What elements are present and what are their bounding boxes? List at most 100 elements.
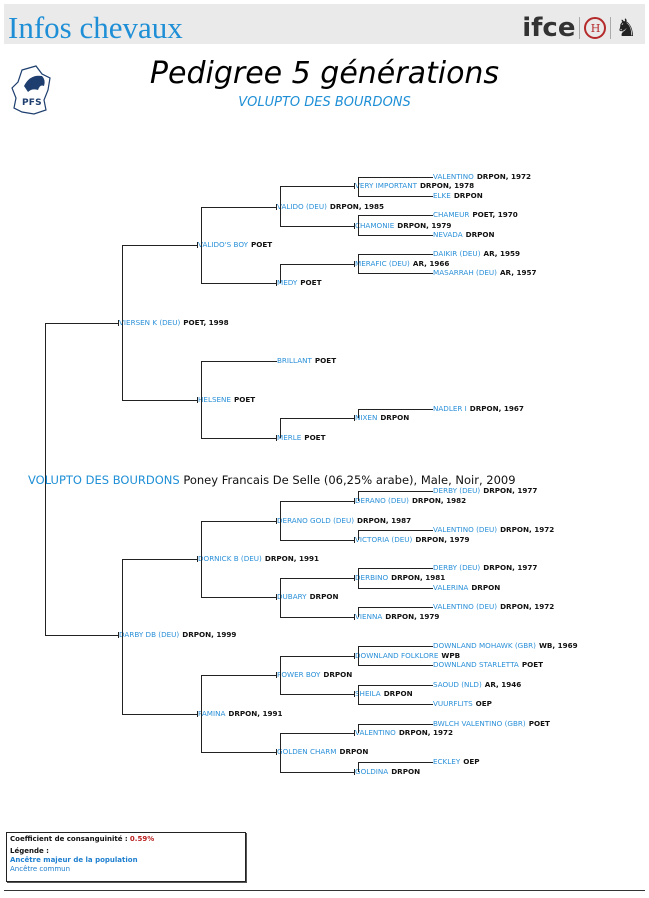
ancestor-name[interactable]: NEVADA <box>433 230 463 239</box>
ancestor-name[interactable]: VALENTINO (DEU) <box>433 602 498 611</box>
ancestor-info: POET <box>250 240 273 249</box>
ancestor-name[interactable]: VIENNA <box>355 612 383 621</box>
connector-line <box>280 501 355 503</box>
subject-name[interactable]: VOLUPTO DES BOURDONS <box>28 473 180 487</box>
ancestor-name[interactable]: DERANO (DEU) <box>355 496 409 505</box>
ancestor-info: POET, 1970 <box>472 210 518 219</box>
page-subtitle[interactable]: VOLUPTO DES BOURDONS <box>238 95 411 110</box>
connector-line <box>197 711 199 717</box>
ancestor-ssdss: DAIKIR (DEU)AR, 1959 <box>433 249 520 258</box>
ancestor-name[interactable]: DUBARY <box>277 592 307 601</box>
connector-line <box>358 568 360 588</box>
connector-line <box>358 177 433 179</box>
ancestor-name[interactable]: VALENTINO <box>433 172 474 181</box>
ancestor-name[interactable]: CHAMEUR <box>433 210 470 219</box>
ancestor-name[interactable]: CHAMONIE <box>355 221 395 230</box>
ancestor-name[interactable]: MERAFIC (DEU) <box>355 259 410 268</box>
ancestor-name[interactable]: HELSENE <box>198 395 231 404</box>
ancestor-info: DRPON, 1967 <box>469 404 524 413</box>
ancestor-name[interactable]: VALERINA <box>433 583 469 592</box>
subject-horse: VOLUPTO DES BOURDONS Poney Francais De S… <box>28 473 516 487</box>
ancestor-info: DRPON, 1977 <box>483 486 538 495</box>
ancestor-dsdss: DERBY (DEU)DRPON, 1977 <box>433 563 537 572</box>
ancestor-name[interactable]: PAMINA <box>198 709 226 718</box>
connector-line <box>280 418 282 438</box>
ancestor-info: DRPON, 1981 <box>391 573 446 582</box>
connector-line <box>358 646 360 665</box>
ancestor-name[interactable]: DERANO GOLD (DEU) <box>277 516 355 525</box>
connector-line <box>122 559 198 561</box>
ancestor-info: DRPON, 1979 <box>385 612 440 621</box>
ancestor-name[interactable]: DERBINO <box>355 573 389 582</box>
ancestor-name[interactable]: GOLDINA <box>355 767 389 776</box>
ancestor-name[interactable]: BRILLANT <box>277 356 312 365</box>
ancestor-name[interactable]: DOWNLAND STARLETTA <box>433 660 519 669</box>
ancestor-name[interactable]: BWLCH VALENTINO (GBR) <box>433 719 526 728</box>
ancestor-name[interactable]: DERBY (DEU) <box>433 563 481 572</box>
ancestor-name[interactable]: DOWNLAND FOLKLORE <box>355 651 439 660</box>
ancestor-s: VIERSEN K (DEU)POET, 1998 <box>119 318 229 327</box>
ancestor-ssds: MERAFIC (DEU)AR, 1966 <box>355 259 449 268</box>
connector-line <box>280 540 355 542</box>
ancestor-name[interactable]: NIXEN <box>355 413 378 422</box>
ancestor-name[interactable]: SHEILA <box>355 689 381 698</box>
ancestor-info: DRPON <box>465 230 495 239</box>
haras-logo-icon: H <box>584 17 607 39</box>
ifce-logo[interactable]: ifce <box>522 13 575 43</box>
ancestor-name[interactable]: POWER BOY <box>277 670 321 679</box>
page-title: Pedigree 5 générations <box>149 56 500 91</box>
ancestor-info: WB, 1969 <box>538 641 578 650</box>
ancestor-name[interactable]: DAIKIR (DEU) <box>433 249 481 258</box>
connector-line <box>358 273 433 275</box>
connector-line <box>280 733 355 735</box>
connector-line <box>197 397 199 403</box>
connector-line <box>358 215 433 217</box>
ancestor-name[interactable]: VALENTINO (DEU) <box>433 525 498 534</box>
ancestor-name[interactable]: VALENTINO <box>355 728 396 737</box>
site-title[interactable]: Infos chevaux <box>8 10 183 45</box>
ancestor-info: DRPON, 1999 <box>182 630 237 639</box>
connector-line <box>201 207 277 209</box>
connector-line <box>201 675 277 677</box>
connector-line <box>280 186 282 226</box>
connector-line <box>276 280 278 286</box>
connector-line <box>280 694 355 696</box>
ancestor-name[interactable]: ECKLEY <box>433 757 461 766</box>
ancestor-name[interactable]: MASARRAH (DEU) <box>433 268 497 277</box>
connector-line <box>201 752 277 754</box>
connector-line <box>358 254 360 273</box>
ancestor-name[interactable]: VALIDO'S BOY <box>198 240 248 249</box>
ancestor-name[interactable]: MEDY <box>277 278 298 287</box>
connector-line <box>358 685 360 704</box>
connector-line <box>358 607 433 609</box>
ancestor-info: DRPON, 1972 <box>398 728 453 737</box>
ancestor-name[interactable]: ELKE <box>433 191 451 200</box>
connector-line <box>280 617 355 619</box>
ancestor-name[interactable]: VERY IMPORTANT <box>355 181 417 190</box>
ancestor-name[interactable]: DARBY DB (DEU) <box>119 630 180 639</box>
ancestor-name[interactable]: VICTORIA (DEU) <box>355 535 413 544</box>
ancestor-name[interactable]: VALIDO (DEU) <box>277 202 327 211</box>
ancestor-name[interactable]: VIERSEN K (DEU) <box>119 318 181 327</box>
ancestor-name[interactable]: DORNICK B (DEU) <box>198 554 262 563</box>
ancestor-name[interactable]: MERLE <box>277 433 302 442</box>
ancestor-name[interactable]: SAOUD (NLD) <box>433 680 482 689</box>
connector-line <box>354 653 356 659</box>
ancestor-info: DRPON <box>391 767 421 776</box>
ancestor-name[interactable]: NADLER I <box>433 404 467 413</box>
ancestor-name[interactable]: DOWNLAND MOHAWK (GBR) <box>433 641 536 650</box>
ancestor-name[interactable]: GOLDEN CHARM <box>277 747 337 756</box>
ancestor-info: DRPON <box>380 413 410 422</box>
ancestor-info: DRPON, 1978 <box>419 181 475 190</box>
connector-line <box>280 772 355 774</box>
ancestor-dss: DERANO GOLD (DEU)DRPON, 1987 <box>277 516 411 525</box>
france-map-icon <box>11 65 51 115</box>
ancestor-name[interactable]: VUURFLITS <box>433 699 473 708</box>
ancestor-name[interactable]: DERBY (DEU) <box>433 486 481 495</box>
ancestor-info: DRPON, 1987 <box>357 516 412 525</box>
